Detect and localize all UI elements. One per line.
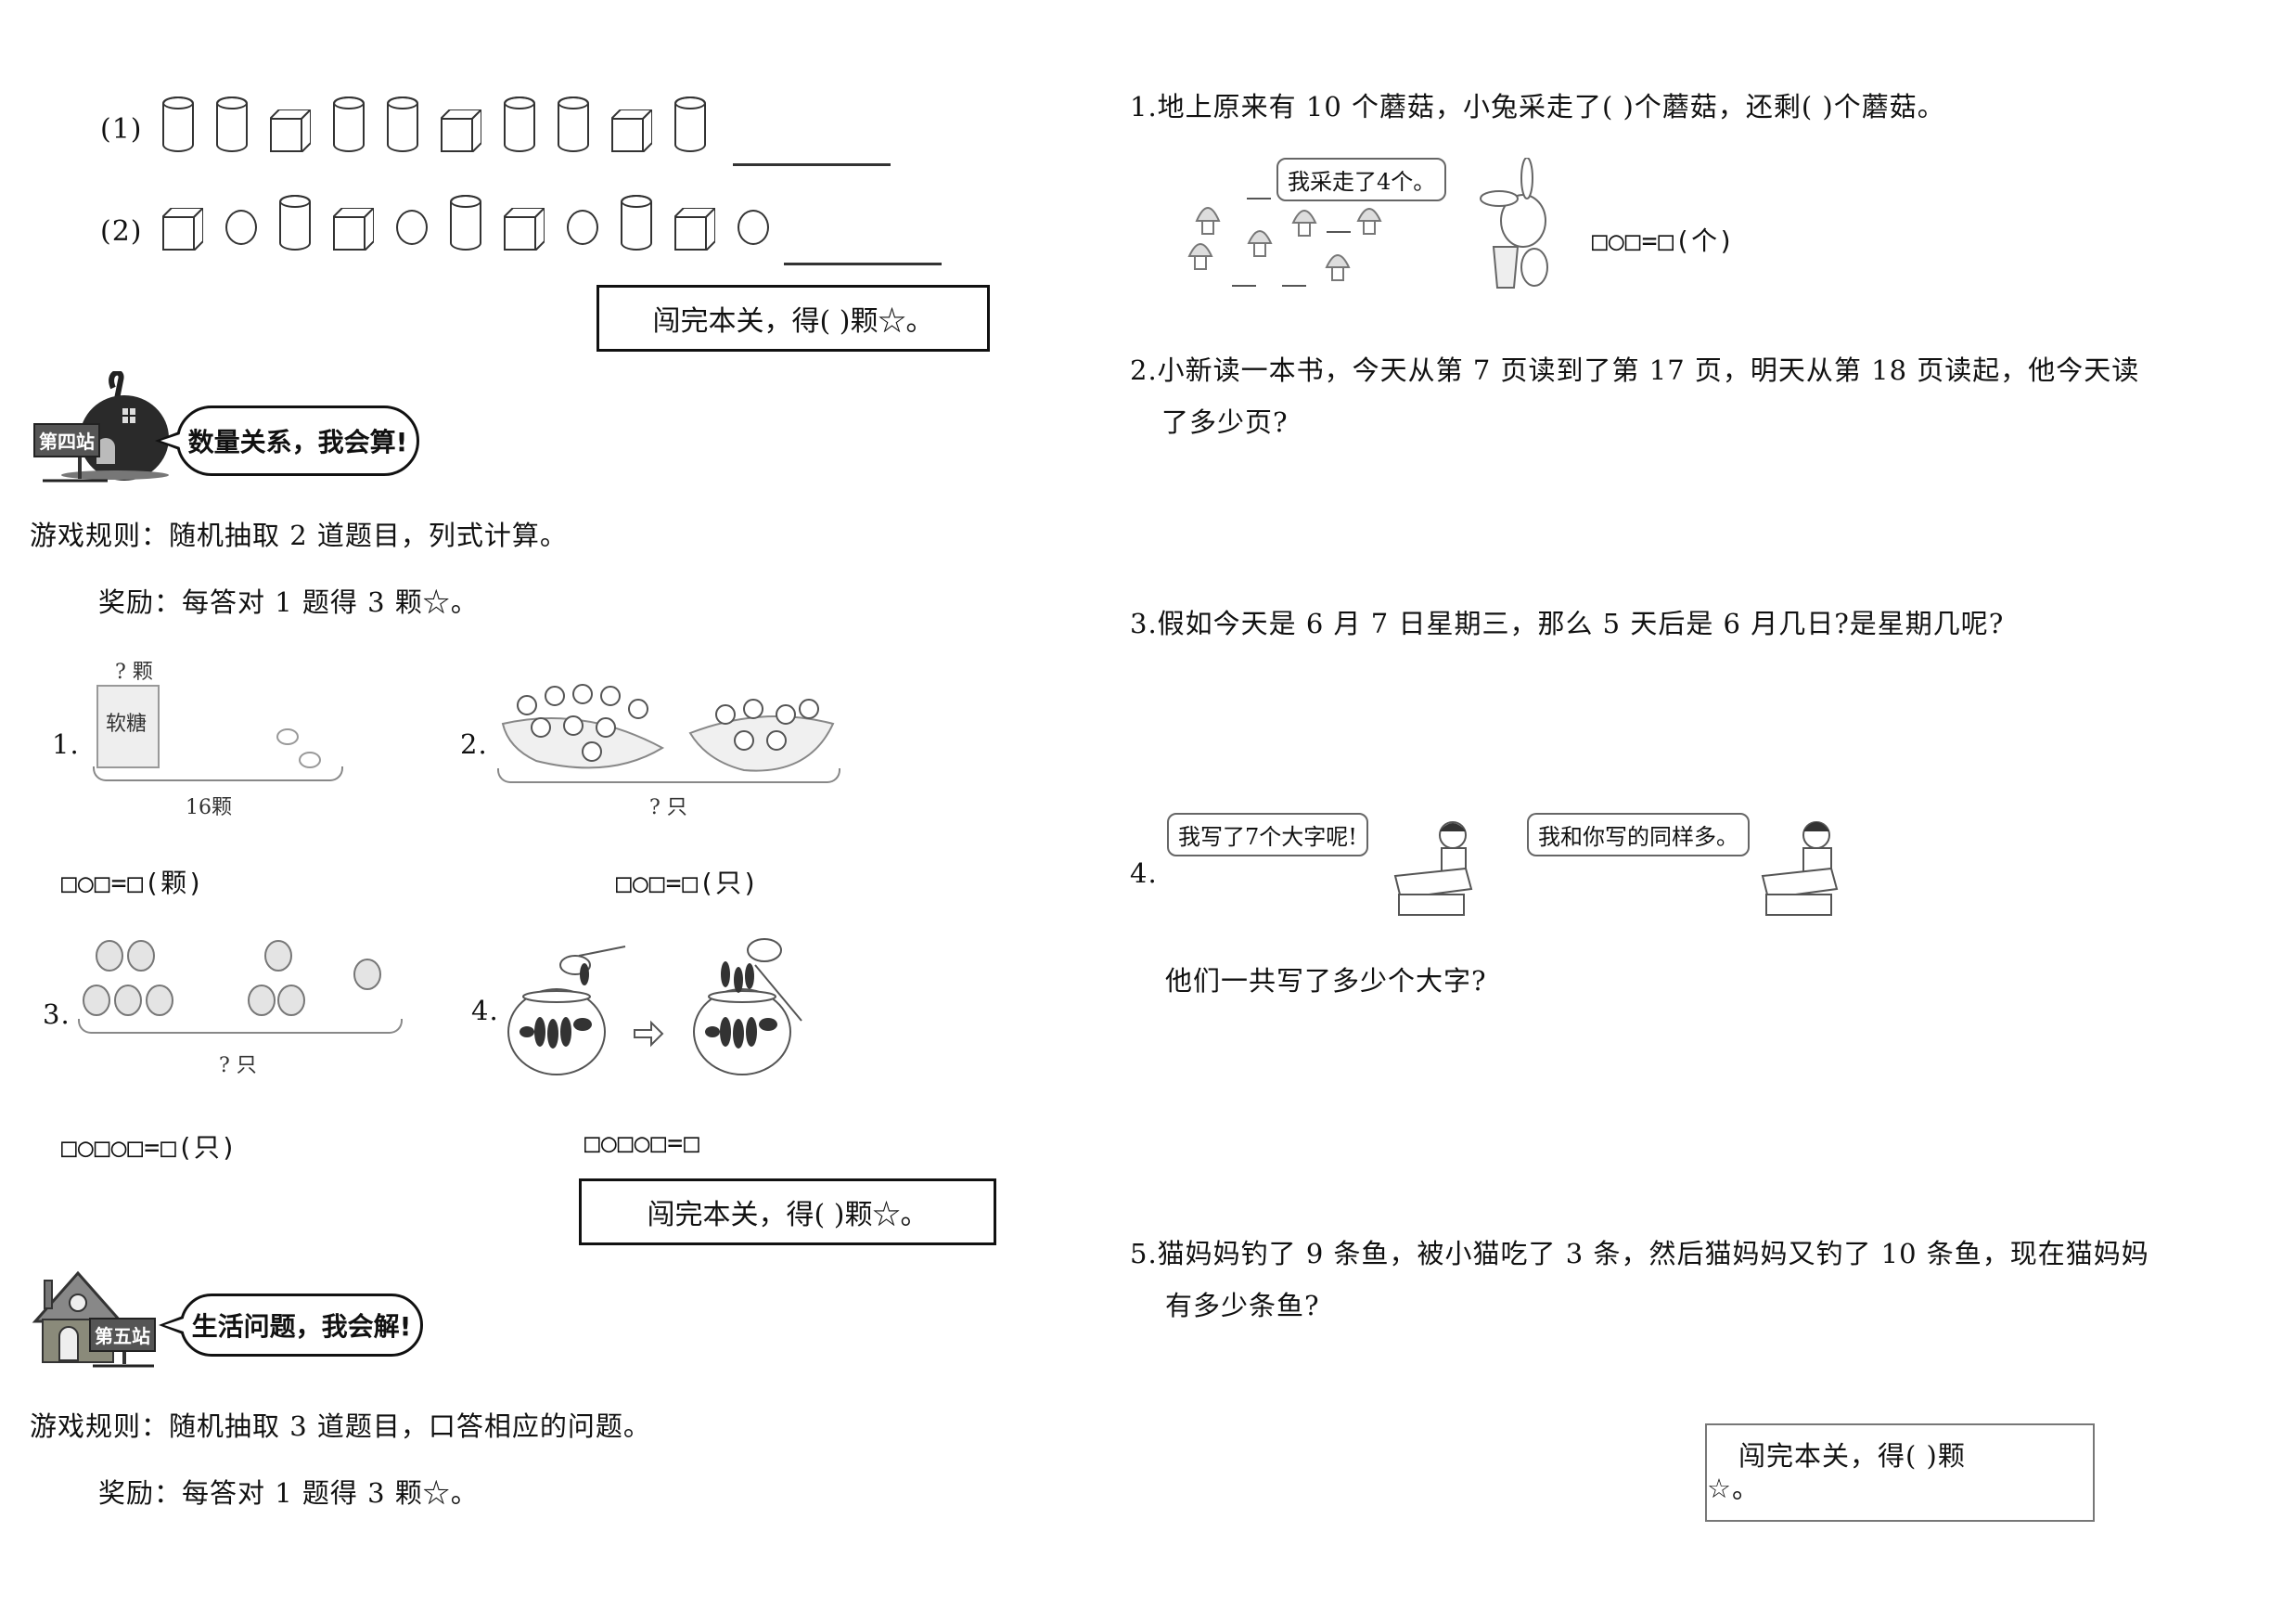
problem-2-bottom-label: ? 只 [649, 796, 687, 819]
station4-rules: 游戏规则：随机抽取 2 道题目，列式计算。 [30, 520, 568, 551]
problem-2-number: 2. [460, 728, 488, 760]
question-1-number: 1. [1130, 91, 1158, 122]
station4-house-icon: 第四站 [32, 369, 171, 483]
candy-icon [299, 752, 321, 768]
station4-title: 数量关系，我会算! [187, 427, 408, 457]
cylinder-icon [162, 97, 194, 152]
pattern-row-2-answer-blank[interactable] [784, 263, 942, 265]
question-4-followup: 他们一共写了多少个大字? [1165, 965, 1487, 997]
pattern-row-1-answer-blank[interactable] [733, 163, 891, 166]
cube-icon [162, 208, 203, 251]
sphere-icon [567, 210, 598, 245]
pattern-row-1-label: (1) [100, 113, 143, 146]
station5-sign: 第五站 [89, 1318, 156, 1352]
score-box-text: 闯完本关，得( )颗☆。 [647, 1199, 929, 1231]
question-5-number: 5. [1130, 1238, 1158, 1269]
station5-title-bubble: 生活问题，我会解! [159, 1294, 423, 1357]
ants-on-leaf-illustration [688, 687, 835, 779]
station4-reward: 奖励：每答对 1 题得 3 颗☆。 [98, 586, 479, 618]
cylinder-icon [279, 195, 311, 251]
question-3-text: 假如今天是 6 月 7 日星期三，那么 5 天后是 6 月几日?是星期几呢? [1157, 608, 2005, 639]
question-3-number: 3. [1130, 608, 1158, 639]
brace-icon [93, 766, 343, 781]
question-5-text: 猫妈妈钓了 9 条鱼，被小猫吃了 3 条，然后猫妈妈又钓了 10 条鱼，现在猫妈… [1157, 1238, 2149, 1269]
problem-3-number: 3. [43, 998, 71, 1030]
pattern-row-2-label: (2) [100, 215, 143, 248]
question-5-line1: 5.猫妈妈钓了 9 条鱼，被小猫吃了 3 条，然后猫妈妈又钓了 10 条鱼，现在… [1130, 1238, 2149, 1270]
question-2-line1: 2.小新读一本书，今天从第 7 页读到了第 17 页，明天从第 18 页读起，他… [1130, 354, 2139, 387]
brace-icon [78, 1019, 403, 1034]
pattern-row-2-shapes [162, 195, 769, 251]
candy-icon [276, 728, 299, 745]
station5-house-icon: 第五站 [32, 1268, 171, 1370]
score-box-text-line1: 闯完本关，得( )颗 [1738, 1440, 1966, 1472]
problem-2-equation[interactable]: □○□=□(只) [616, 868, 760, 898]
cube-icon [333, 208, 374, 251]
pattern-row-1-shapes [162, 97, 706, 152]
candy-bag-label: 软糖 [106, 713, 148, 736]
cylinder-icon [674, 97, 706, 152]
station5-reward: 奖励：每答对 1 题得 3 颗☆。 [98, 1477, 479, 1509]
brace-icon [497, 768, 840, 783]
question-3: 3.假如今天是 6 月 7 日星期三，那么 5 天后是 6 月几日?是星期几呢? [1130, 608, 2004, 640]
children-writing-illustration: 我写了7个大字呢! 我和你写的同样多。 [1160, 807, 1874, 919]
rabbit-speech-bubble: 我采走了4个。 [1276, 158, 1447, 201]
score-box-text: 闯完本关，得( )颗☆。 [652, 305, 934, 338]
question-1: 1.地上原来有 10 个蘑菇，小兔采走了( )个蘑菇，还剩( )个蘑菇。 [1130, 91, 1945, 123]
question-5-line2: 有多少条鱼? [1165, 1290, 1320, 1321]
score-box-station5: 闯完本关，得( )颗 ☆。 [1705, 1423, 2095, 1522]
problem-4-equation[interactable]: □○□○□=□ [584, 1127, 701, 1158]
problem-1-bottom-label: 16颗 [186, 796, 232, 819]
question-2-number: 2. [1130, 354, 1158, 386]
cylinder-icon [621, 195, 652, 251]
station4-sign: 第四站 [33, 423, 100, 457]
cylinder-icon [333, 97, 365, 152]
score-box-station3: 闯完本关，得( )颗☆。 [596, 285, 990, 352]
candy-bag-illustration: 软糖 [96, 685, 160, 768]
sphere-icon [225, 210, 257, 245]
cylinder-icon [504, 97, 535, 152]
cube-icon [441, 109, 481, 152]
score-box-station4: 闯完本关，得( )颗☆。 [579, 1178, 996, 1245]
fishbowl-illustration [505, 928, 820, 1076]
question-2-text: 小新读一本书，今天从第 7 页读到了第 17 页，明天从第 18 页读起，他今天… [1157, 354, 2140, 386]
problem-4-number: 4. [471, 995, 499, 1026]
butterflies-illustration [76, 937, 410, 1021]
station5-title: 生活问题，我会解! [191, 1311, 412, 1342]
question-1-equation[interactable]: □○□=□(个) [1592, 225, 1736, 256]
cube-icon [270, 109, 311, 152]
rabbit-mushroom-illustration: 我采走了4个。 [1178, 157, 1568, 297]
cube-icon [504, 208, 545, 251]
problem-3-bottom-label: ? 只 [219, 1054, 257, 1077]
problem-1-equation[interactable]: □○□=□(颗) [61, 868, 205, 898]
cylinder-icon [387, 97, 418, 152]
station4-title-bubble: 数量关系，我会算! [155, 406, 419, 476]
boy-speech-bubble: 我写了7个大字呢! [1167, 813, 1368, 856]
score-box-text-line2: ☆。 [1707, 1472, 1760, 1504]
cylinder-icon [558, 97, 589, 152]
sphere-icon [738, 210, 769, 245]
question-4-number: 4. [1130, 857, 1158, 889]
question-2-line2: 了多少页? [1161, 406, 1289, 438]
cylinder-icon [216, 97, 248, 152]
girl-speech-bubble: 我和你写的同样多。 [1527, 813, 1750, 856]
ants-on-leaf-illustration [499, 668, 665, 776]
problem-1-top-label: ? 颗 [115, 661, 153, 684]
cube-icon [611, 109, 652, 152]
station5-rules: 游戏规则：随机抽取 3 道题目，口答相应的问题。 [30, 1410, 651, 1442]
problem-1-number: 1. [52, 728, 80, 760]
problem-3-equation[interactable]: □○□○□=□(只) [61, 1132, 237, 1163]
cube-icon [674, 208, 715, 251]
cylinder-icon [450, 195, 481, 251]
question-1-text: 地上原来有 10 个蘑菇，小兔采走了( )个蘑菇，还剩( )个蘑菇。 [1157, 91, 1945, 122]
sphere-icon [396, 210, 428, 245]
